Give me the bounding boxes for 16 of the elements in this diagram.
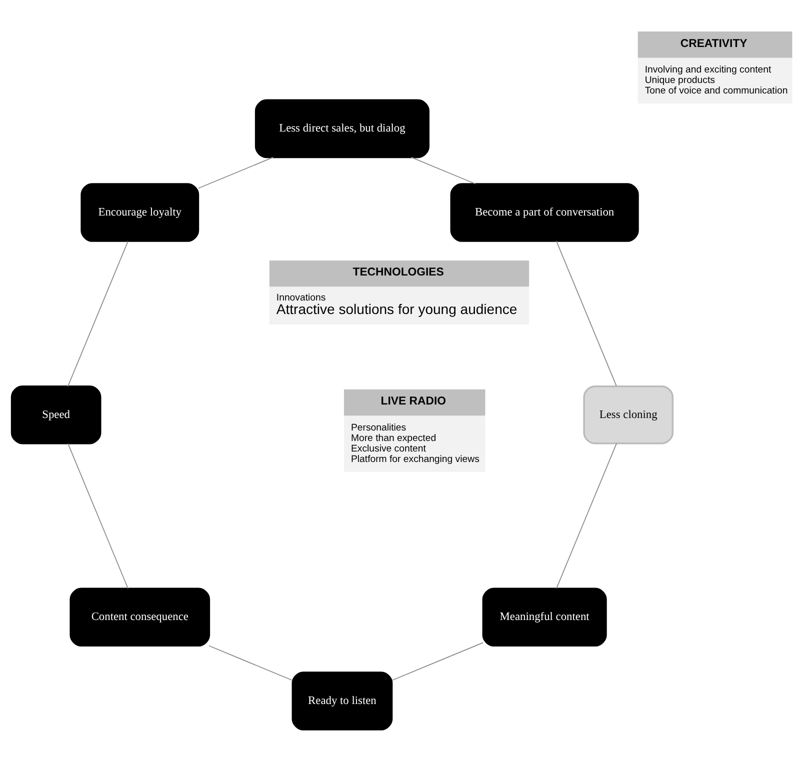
node-box: Become a part of conversation [450, 182, 639, 242]
connector [198, 156, 274, 188]
node-box: Less cloning [583, 384, 674, 444]
connector [208, 644, 293, 680]
node-box: Meaningful content [482, 587, 607, 646]
connector [410, 156, 476, 184]
connector [556, 442, 617, 588]
node-box: Less direct sales, but dialog [254, 98, 430, 158]
connector [556, 240, 617, 386]
connector [68, 442, 128, 589]
connector [392, 642, 484, 680]
node-box: Encourage loyalty [80, 182, 200, 242]
node-box: Content consequence [70, 587, 210, 646]
connector [67, 240, 128, 386]
node-box: Ready to listen [292, 671, 393, 730]
node-box: Speed [10, 384, 102, 444]
